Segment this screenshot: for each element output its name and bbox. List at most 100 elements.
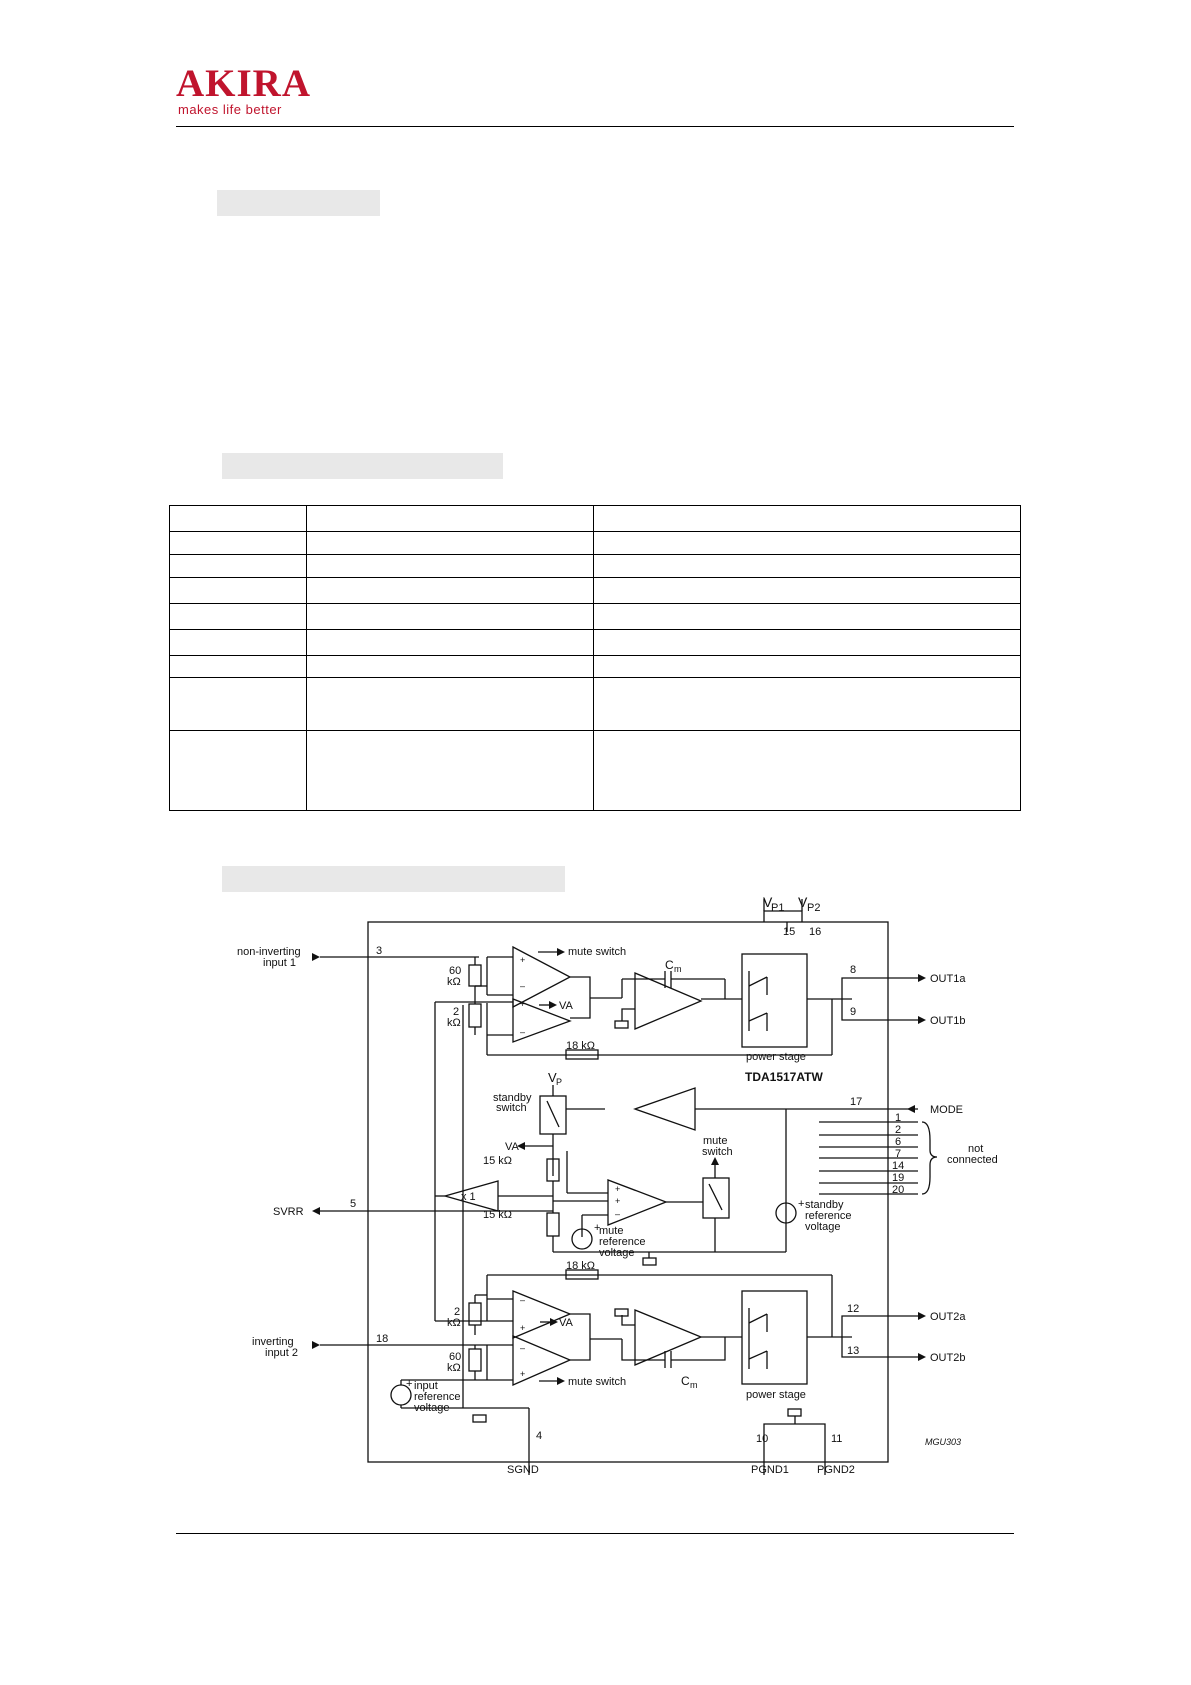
vp-sub: P [556, 1077, 562, 1087]
out2b-label: OUT2b [930, 1352, 965, 1364]
r60-unit-ch1: kΩ [447, 976, 461, 988]
input1-line2: input 1 [263, 957, 296, 969]
standby-ref-source [775, 1202, 797, 1224]
table-cell [593, 677, 1021, 731]
opamp-mute [607, 1179, 668, 1226]
r60-value-ch2: 60 [449, 1351, 461, 1363]
power-stage-2 [741, 1290, 808, 1385]
table-row [169, 677, 1021, 731]
mute-ref-l2: reference [599, 1236, 645, 1248]
chip-outline [367, 921, 889, 1463]
block-diagram-svg: V P1 V P2 15 16 non-inverting input 1 3 … [237, 894, 998, 1476]
table-cell [169, 730, 307, 811]
pin-15: 15 [783, 926, 795, 938]
table-row [169, 629, 1021, 656]
mute-ref-l1: mute [599, 1225, 623, 1237]
table-cell [593, 577, 1021, 604]
section-heading-2 [222, 453, 503, 479]
table-cell [593, 655, 1021, 678]
not-connected-l2: connected [947, 1154, 998, 1166]
x1-label: x 1 [461, 1191, 476, 1203]
r15-label-bottom: 15 kΩ [483, 1209, 512, 1221]
opamp-2a [512, 1290, 572, 1339]
table-cell [305, 505, 595, 532]
cm-sub-ch2: m [690, 1380, 698, 1390]
power-stage-label-1: power stage [746, 1051, 806, 1063]
pin-10: 10 [756, 1433, 768, 1445]
table-cell [169, 629, 307, 656]
r2-value-ch2: 2 [454, 1306, 460, 1318]
resistor-60k-ch2 [468, 1348, 482, 1372]
r2-value-ch1: 2 [453, 1006, 459, 1018]
resistor-2k-ch2 [468, 1302, 482, 1326]
opamp-1c [634, 972, 703, 1030]
spec-table [169, 505, 1021, 811]
section-heading-3 [222, 866, 565, 892]
standby-ref-l1: standby [805, 1199, 844, 1211]
mute-switch-l1: mute [703, 1135, 727, 1147]
nc-pin-2: 2 [895, 1124, 901, 1136]
va-label-ch1: VA [559, 1000, 574, 1012]
plus-sign: + [520, 999, 525, 1009]
ref-code: MGU303 [925, 1437, 961, 1447]
table-cell [305, 655, 595, 678]
vp-label: V [548, 1070, 557, 1085]
table-cell [593, 603, 1021, 630]
standby-switch-l2: switch [496, 1102, 527, 1114]
plus-sign: + [406, 1378, 412, 1390]
nc-pin-19: 19 [892, 1172, 904, 1184]
chip-name: TDA1517ATW [745, 1070, 823, 1084]
table-cell [593, 505, 1021, 532]
opamp-2b [512, 1335, 572, 1386]
standby-ref-l2: reference [805, 1210, 851, 1222]
cm-label-ch2: C [681, 1374, 690, 1388]
brand-name: AKIRA [176, 62, 312, 105]
footer-rule [176, 1533, 1014, 1534]
pin-17: 17 [850, 1096, 862, 1108]
svrr-label: SVRR [273, 1206, 304, 1218]
nc-pin-20: 20 [892, 1184, 904, 1196]
plus-sign: + [615, 1196, 620, 1206]
table-cell [169, 554, 307, 578]
pin-5: 5 [350, 1198, 356, 1210]
r60-unit-ch2: kΩ [447, 1362, 461, 1374]
table-cell [169, 505, 307, 532]
input1-line1: non-inverting [237, 946, 301, 958]
table-row [169, 531, 1021, 555]
table-row [169, 655, 1021, 678]
table-cell [305, 531, 595, 555]
pin-16: 16 [809, 926, 821, 938]
pin-3: 3 [376, 945, 382, 957]
table-cell [593, 531, 1021, 555]
nc-pin-14: 14 [892, 1160, 904, 1172]
pin-12: 12 [847, 1303, 859, 1315]
mute-ref-source [571, 1228, 593, 1250]
mute-switch-label-ch2: mute switch [568, 1376, 626, 1388]
r15-label-top: 15 kΩ [483, 1155, 512, 1167]
standby-switch-l1: standby [493, 1092, 532, 1104]
table-cell [169, 577, 307, 604]
pin-4: 4 [536, 1430, 542, 1442]
table-cell [305, 677, 595, 731]
out1b-label: OUT1b [930, 1015, 965, 1027]
table-row [169, 505, 1021, 532]
pin-18: 18 [376, 1333, 388, 1345]
minus-sign: – [520, 1343, 525, 1353]
input-ref-l1: input [414, 1380, 438, 1392]
header-rule [176, 126, 1014, 127]
minus-sign: – [615, 1209, 620, 1219]
block-diagram: V P1 V P2 15 16 non-inverting input 1 3 … [225, 894, 1040, 1480]
plus-sign: + [520, 1369, 525, 1379]
table-cell [305, 554, 595, 578]
power-stage-label-2: power stage [746, 1389, 806, 1401]
r18-label-ch2: 18 kΩ [566, 1260, 595, 1272]
input2-line2: input 2 [265, 1347, 298, 1359]
cm-label-ch1: C [665, 958, 674, 972]
table-cell [305, 603, 595, 630]
input-ref-l3: voltage [414, 1402, 449, 1414]
table-row [169, 730, 1021, 811]
mute-switch-l2: switch [702, 1146, 733, 1158]
pin-11: 11 [831, 1433, 842, 1445]
pgnd1-label: PGND1 [751, 1464, 789, 1475]
resistor-2k-ch1 [468, 1003, 482, 1028]
